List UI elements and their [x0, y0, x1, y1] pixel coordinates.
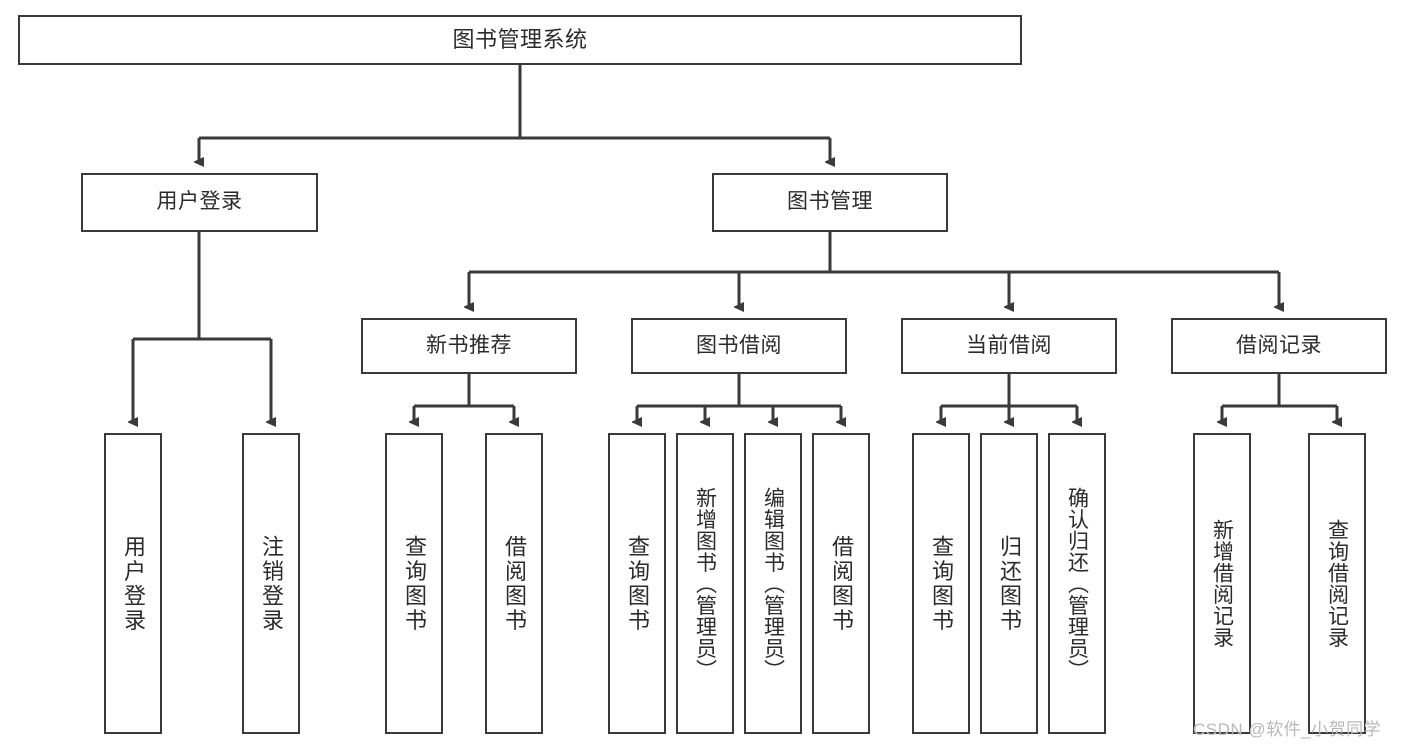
node-label: 借阅图书 — [502, 534, 527, 633]
node-label: 查询借阅记录 — [1325, 519, 1349, 648]
node-label: 新增图书（管理员） — [693, 486, 717, 681]
node-borrow-record[interactable]: 借阅记录 — [1171, 318, 1387, 374]
leaf-new-book-recommend-0[interactable]: 查询图书 — [385, 433, 443, 734]
node-label: 编辑图书（管理员） — [761, 486, 785, 681]
node-label: 图书借阅 — [696, 333, 782, 357]
node-label: 归还图书 — [997, 534, 1022, 633]
leaf-book-borrow-3[interactable]: 借阅图书 — [812, 433, 870, 734]
node-label: 新增借阅记录 — [1210, 519, 1234, 648]
node-new-book-recommend[interactable]: 新书推荐 — [361, 318, 577, 374]
node-label: 图书管理 — [787, 190, 873, 214]
node-label: 当前借阅 — [966, 333, 1052, 357]
node-current-borrow[interactable]: 当前借阅 — [901, 318, 1117, 374]
node-label: 用户登录 — [156, 190, 243, 214]
node-book-borrow[interactable]: 图书借阅 — [631, 318, 847, 374]
leaf-new-book-recommend-1[interactable]: 借阅图书 — [485, 433, 543, 734]
node-label: 查询图书 — [929, 534, 954, 633]
node-label: 新书推荐 — [426, 333, 512, 357]
leaf-borrow-record-0[interactable]: 新增借阅记录 — [1193, 433, 1251, 734]
node-label: 查询图书 — [402, 534, 427, 633]
leaf-user-login-1[interactable]: 注销登录 — [242, 433, 300, 734]
leaf-current-borrow-1[interactable]: 归还图书 — [980, 433, 1038, 734]
leaf-book-borrow-2[interactable]: 编辑图书（管理员） — [744, 433, 802, 734]
leaf-book-borrow-1[interactable]: 新增图书（管理员） — [676, 433, 734, 734]
node-label: 图书管理系统 — [452, 27, 588, 53]
node-label: 确认归还（管理员） — [1065, 486, 1089, 681]
node-label: 借阅记录 — [1236, 333, 1322, 357]
leaf-user-login-0[interactable]: 用户登录 — [104, 433, 162, 734]
leaf-current-borrow-2[interactable]: 确认归还（管理员） — [1048, 433, 1106, 734]
leaf-borrow-record-1[interactable]: 查询借阅记录 — [1308, 433, 1366, 734]
node-book-management[interactable]: 图书管理 — [712, 173, 948, 232]
leaf-book-borrow-0[interactable]: 查询图书 — [608, 433, 666, 734]
csdn-watermark: CSDN @软件_小贺同学 — [1193, 720, 1382, 739]
node-label: 查询图书 — [625, 534, 650, 633]
node-root-system[interactable]: 图书管理系统 — [18, 15, 1022, 65]
leaf-current-borrow-0[interactable]: 查询图书 — [912, 433, 970, 734]
node-label: 用户登录 — [121, 534, 146, 633]
node-user-login[interactable]: 用户登录 — [81, 173, 318, 232]
node-label: 注销登录 — [259, 534, 284, 633]
node-label: 借阅图书 — [829, 534, 854, 633]
